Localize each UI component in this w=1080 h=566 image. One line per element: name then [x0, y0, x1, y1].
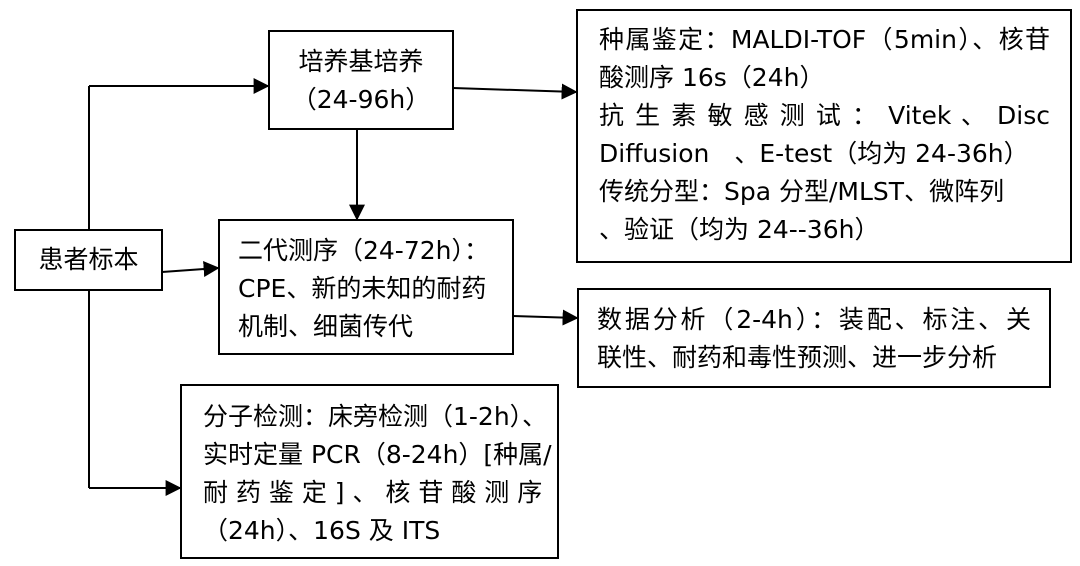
- ngs-box: 二代测序（24-72h）： CPE、新的未知的耐药 机制、细菌传代: [218, 219, 514, 355]
- species-line-1: 种属鉴定：MALDI-TOF（5min）、核苷: [599, 25, 1050, 54]
- species-line-3: 抗 生 素 敏 感 测 试 ： Vitek 、 Disc: [599, 101, 1050, 130]
- culture-duration: （24-96h）: [291, 85, 431, 114]
- molecular-line-4: （24h）、16S 及 ITS: [203, 516, 441, 545]
- culture-box: 培养基培养 （24-96h）: [268, 30, 454, 130]
- molecular-line-2: 实时定量 PCR（8-24h）[种属/: [203, 440, 552, 469]
- culture-title: 培养基培养: [298, 47, 424, 76]
- patient-specimen-box: 患者标本: [14, 229, 163, 291]
- molecular-detection-box: 分子检测：床旁检测（1-2h）、 实时定量 PCR（8-24h）[种属/ 耐 药…: [180, 384, 559, 559]
- analysis-line-2: 联性、耐药和毒性预测、进一步分析: [597, 343, 998, 372]
- patient-specimen-label: 患者标本: [38, 245, 139, 274]
- arrow-to-analysis: [512, 309, 579, 326]
- molecular-line-3: 耐 药 鉴 定 ] 、 核 苷 酸 测 序: [203, 478, 543, 507]
- species-identification-box: 种属鉴定：MALDI-TOF（5min）、核苷 酸测序 16s（24h） 抗 生…: [576, 9, 1072, 263]
- ngs-line-2: CPE、新的未知的耐药: [238, 274, 487, 303]
- ngs-line-1: 二代测序（24-72h）：: [238, 236, 489, 265]
- species-line-5: 传统分型：Spa 分型/MLST、微阵列: [599, 177, 1005, 206]
- ngs-line-3: 机制、细菌传代: [238, 312, 414, 341]
- species-line-4: Diffusion 、E-test（均为 24-36h）: [599, 139, 1029, 168]
- species-line-2: 酸测序 16s（24h）: [599, 63, 825, 92]
- arrow-to-species: [452, 83, 578, 100]
- arrow-to-ngs: [161, 261, 220, 278]
- data-analysis-box: 数据分析（2-4h）：装配、标注、关 联性、耐药和毒性预测、进一步分析: [577, 288, 1051, 388]
- molecular-line-1: 分子检测：床旁检测（1-2h）、: [203, 402, 548, 431]
- species-line-6: 、验证（均为 24--36h）: [599, 215, 880, 244]
- analysis-line-1: 数据分析（2-4h）：装配、标注、关: [597, 305, 1031, 334]
